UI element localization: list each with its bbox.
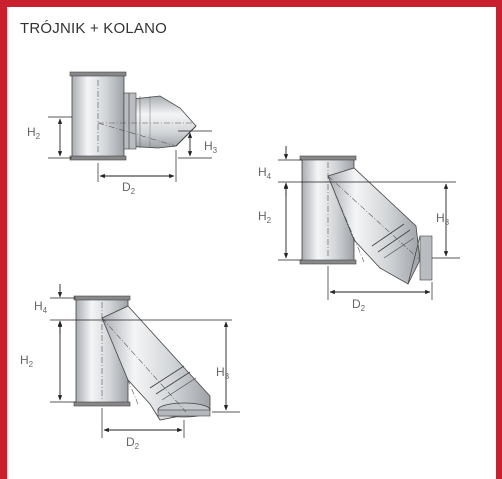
label-h3: H3 xyxy=(216,365,230,381)
label-d2: D2 xyxy=(122,180,136,196)
frame-left-bar xyxy=(0,0,7,479)
label-h2: H2 xyxy=(258,209,272,225)
label-h4: H4 xyxy=(34,299,48,315)
frame-right-bar xyxy=(496,0,502,479)
label-d2: D2 xyxy=(126,435,140,451)
label-d2: D2 xyxy=(352,297,366,313)
label-h2: H2 xyxy=(27,125,41,141)
label-h3: H3 xyxy=(204,139,218,155)
diagram-right-tee: H4 H2 H3 D2 xyxy=(258,146,460,313)
frame-top-bar xyxy=(0,0,502,7)
diagram-top-tee: H2 H3 D2 xyxy=(27,71,218,196)
label-h2: H2 xyxy=(20,353,34,369)
branch-pipe xyxy=(123,92,197,150)
label-h3: H3 xyxy=(436,211,450,227)
diagram-bottom-tee: H4 H2 H3 D2 xyxy=(20,284,240,451)
label-h4: H4 xyxy=(258,165,272,181)
branch-pipe xyxy=(327,167,433,285)
page-title: TRÓJNIK + KOLANO xyxy=(20,20,167,37)
main-pipe xyxy=(69,71,127,161)
